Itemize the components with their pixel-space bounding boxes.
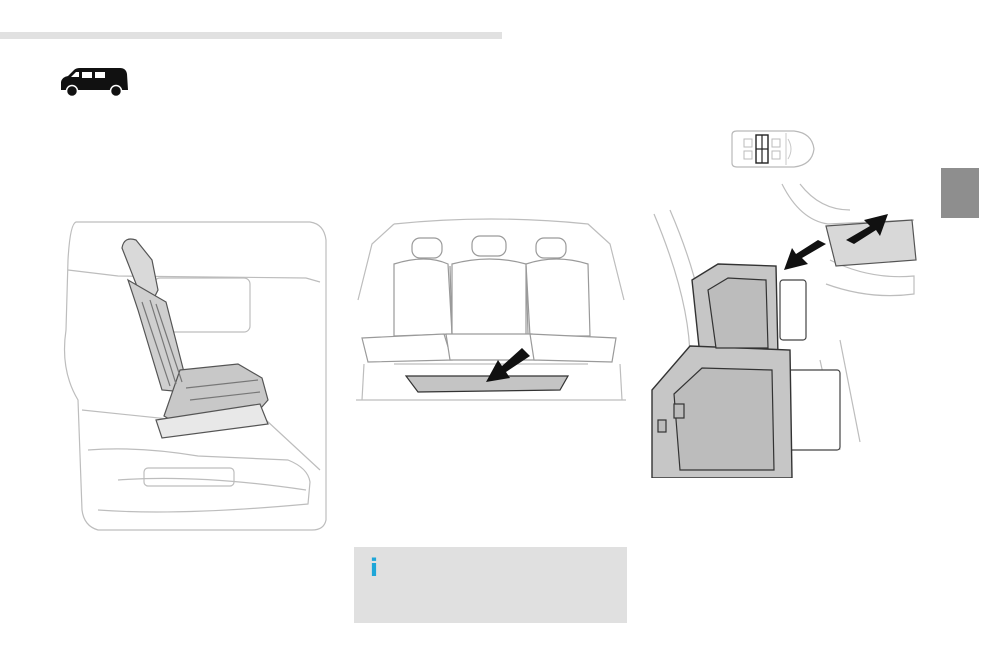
vehicle-top-view-seat-icon xyxy=(728,129,816,169)
seat-side-view-illustration xyxy=(58,220,330,532)
rear-seat-storage-illustration xyxy=(354,214,628,402)
chapter-tab xyxy=(941,168,979,218)
underseat-storage-bins-illustration xyxy=(650,180,920,478)
van-side-icon xyxy=(58,66,130,98)
info-icon: i xyxy=(369,554,379,582)
info-note-box: i xyxy=(354,547,627,623)
header-rule xyxy=(0,32,502,39)
